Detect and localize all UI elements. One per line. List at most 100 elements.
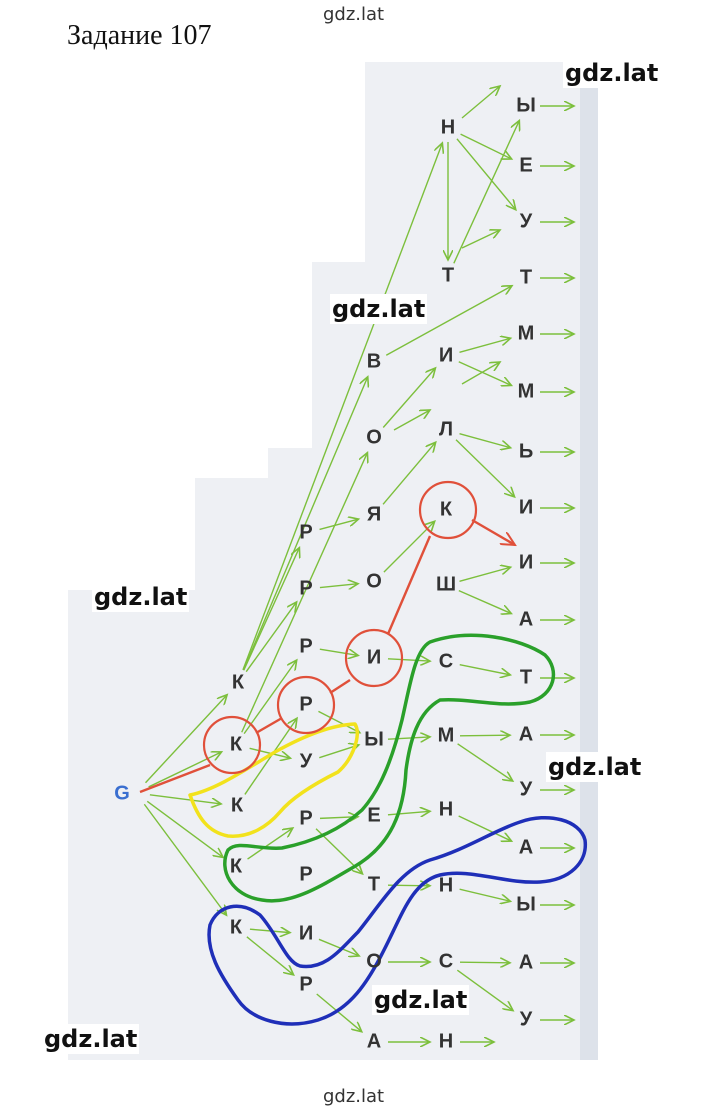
tree-letter: Р: [299, 635, 312, 657]
selected-circle-k: [202, 715, 262, 775]
tree-letter: Т: [442, 264, 454, 286]
tree-letter: О: [366, 426, 382, 448]
tree-edge: [318, 710, 359, 732]
tree-edge: [461, 362, 500, 385]
tree-letter: Р: [299, 807, 312, 829]
tree-edge: [383, 521, 435, 573]
tree-edge: [460, 133, 512, 159]
tree-letter: К: [232, 671, 245, 693]
tree-letter: Ш: [436, 573, 456, 595]
tree-edge: [457, 743, 513, 781]
tree-letter: Н: [439, 798, 453, 820]
highlight-outlines: [188, 633, 587, 1026]
selected-circle-i: [344, 628, 404, 688]
tree-edge: [247, 828, 293, 860]
red-path-segment: [139, 763, 211, 794]
tree-edge: [458, 361, 512, 386]
tree-letter: У: [520, 210, 533, 232]
tree-edge: [148, 752, 222, 788]
tree-letter: У: [520, 778, 533, 800]
tree-edge: [461, 230, 500, 249]
tree-letter: Т: [368, 873, 380, 895]
watermark-overlay: gdz.lat: [92, 582, 190, 612]
tree-edge: [242, 377, 367, 671]
tree-letter: Л: [439, 418, 453, 440]
tree-edge: [459, 735, 510, 736]
tree-edge: [243, 660, 297, 735]
green-outline: [223, 633, 556, 903]
tree-letter: С: [439, 650, 453, 672]
tree-letter: И: [439, 344, 453, 366]
tree-edge: [459, 338, 510, 353]
tree-edge: [459, 888, 511, 901]
tree-letter: Ы: [516, 893, 536, 915]
tree-edge: [316, 993, 362, 1032]
watermark-overlay: gdz.lat: [330, 294, 428, 324]
tree-letter: М: [518, 322, 535, 344]
tree-edge: [145, 695, 228, 784]
tree-letter: И: [519, 496, 533, 518]
selected-circle-r: [276, 675, 336, 735]
tree-edge: [385, 286, 512, 356]
watermark-overlay: gdz.lat: [372, 985, 470, 1015]
watermark-overlay: gdz.lat: [546, 752, 644, 782]
tree-edge: [453, 121, 519, 264]
page-title: Задание 107: [67, 20, 212, 51]
tree-letter: А: [519, 951, 533, 973]
tree-letter: Р: [299, 693, 312, 715]
root-letter: G: [114, 782, 130, 804]
tree-letter: К: [231, 794, 244, 816]
red-path-segment: [255, 716, 283, 735]
tree-letter: А: [519, 836, 533, 858]
tree-edge: [456, 969, 513, 1010]
tree-edge: [387, 737, 430, 739]
tree-letter: И: [367, 646, 381, 668]
watermark-overlay: gdz.lat: [563, 58, 661, 88]
tree-letter: М: [518, 380, 535, 402]
tree-letter: Т: [520, 666, 532, 688]
tree-letter: Н: [441, 116, 455, 138]
tree-edge: [319, 648, 358, 655]
tree-letter: В: [367, 350, 381, 372]
tree-edge: [242, 143, 442, 671]
tree-edge: [143, 803, 226, 915]
tree-edge: [387, 811, 430, 815]
solution-path: [139, 480, 515, 794]
tree-edge: [246, 936, 294, 975]
tree-letter: Ь: [519, 440, 533, 462]
tree-edge: [149, 794, 221, 804]
tree-letter: Ы: [516, 94, 536, 116]
tree-edge: [319, 745, 358, 759]
tree-letter: И: [299, 922, 313, 944]
tree-letter: У: [300, 750, 313, 772]
tree-letter: Ы: [364, 728, 384, 750]
watermark-top: gdz.lat: [323, 4, 385, 25]
tree-letter: К: [230, 855, 243, 877]
tree-letter: К: [230, 916, 243, 938]
tree-edge: [382, 442, 436, 505]
tree-edge: [387, 659, 430, 661]
tree-letter: Р: [299, 521, 312, 543]
tree-edge: [461, 86, 500, 119]
tree-letter: Е: [367, 804, 380, 826]
tree-letter: К: [440, 498, 453, 520]
tree-edge: [459, 567, 510, 582]
selected-circle-k2: [418, 480, 478, 540]
watermark-bottom: gdz.lat: [323, 1086, 385, 1107]
red-path-segment: [329, 678, 351, 695]
tree-edge: [459, 962, 510, 963]
tree-letter: Т: [520, 266, 532, 288]
tree-edge: [455, 439, 515, 497]
tree-edge: [243, 548, 300, 671]
tree-letter: О: [366, 950, 382, 972]
tree-letter: Р: [299, 973, 312, 995]
tree-edge: [318, 938, 359, 956]
tree-letter: И: [519, 551, 533, 573]
tree-letter: Р: [299, 577, 312, 599]
tree-letter: О: [366, 570, 382, 592]
tree-letter: Я: [367, 503, 381, 525]
tree-edge: [241, 453, 368, 733]
tree-edge: [319, 584, 358, 588]
tree-edge: [382, 368, 435, 428]
